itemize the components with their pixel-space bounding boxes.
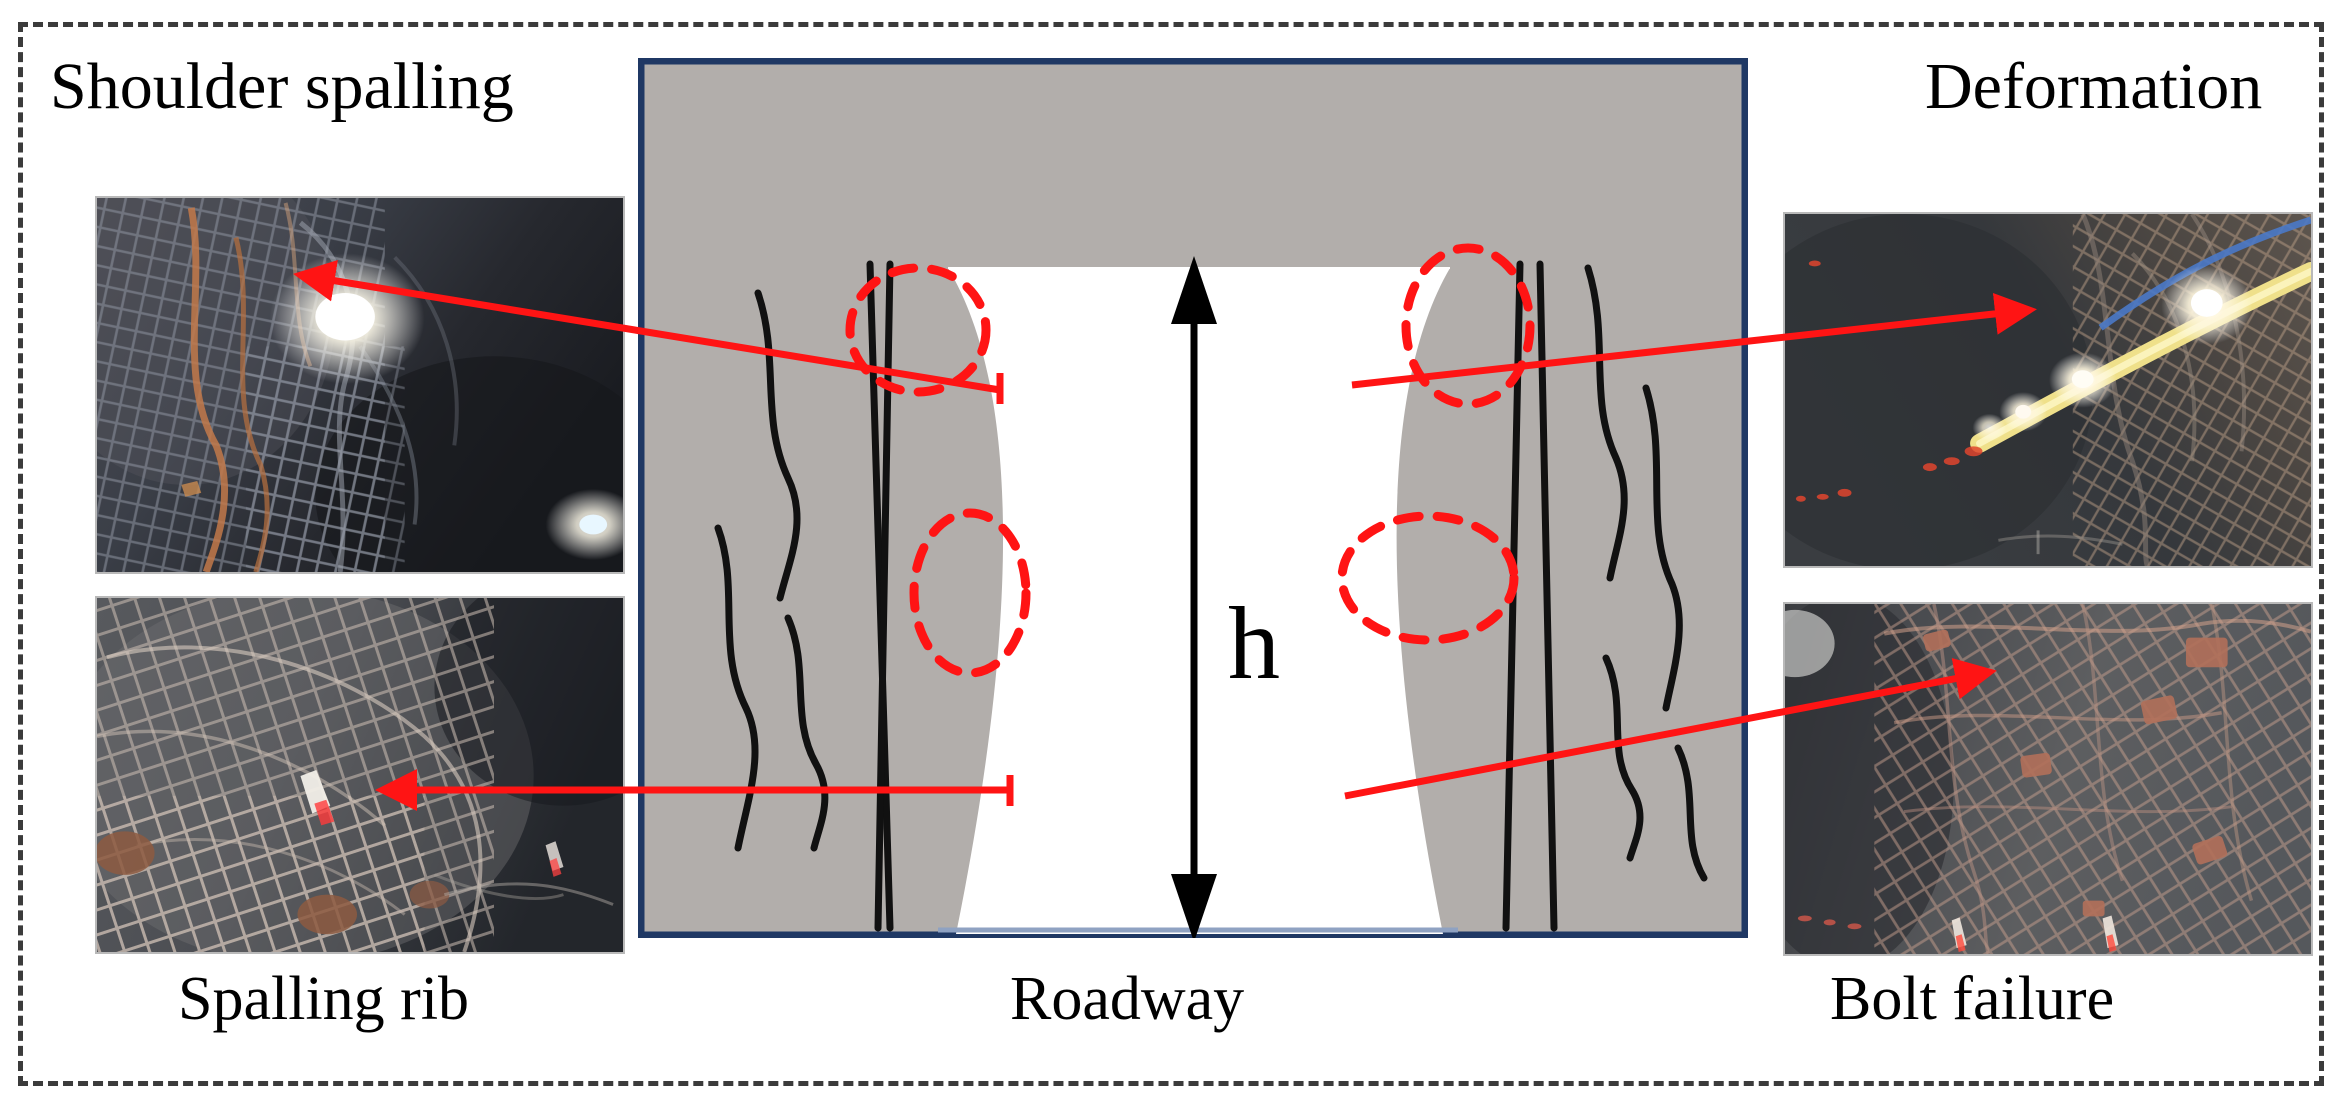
figure-outer-frame [18, 22, 2324, 1086]
photo-bottom-left [95, 596, 625, 954]
label-roadway: Roadway [1010, 965, 1245, 1033]
label-shoulder-spalling: Shoulder spalling [50, 50, 514, 123]
callout-lower-right-rib [1337, 511, 1519, 645]
label-bolt-failure: Bolt failure [1830, 965, 2115, 1033]
photo-bottom-right [1783, 602, 2313, 956]
label-deformation: Deformation [1925, 50, 2263, 123]
callout-lower-left-rib [909, 508, 1031, 678]
height-symbol-h: h [1228, 586, 1280, 701]
label-spalling-rib: Spalling rib [178, 965, 470, 1033]
roadway-cross-section-diagram: h [638, 58, 1748, 938]
height-dimension-arrow [1171, 256, 1217, 938]
roadway-opening [948, 268, 1450, 934]
photo-top-left [95, 196, 625, 574]
photo-top-right [1783, 212, 2313, 568]
